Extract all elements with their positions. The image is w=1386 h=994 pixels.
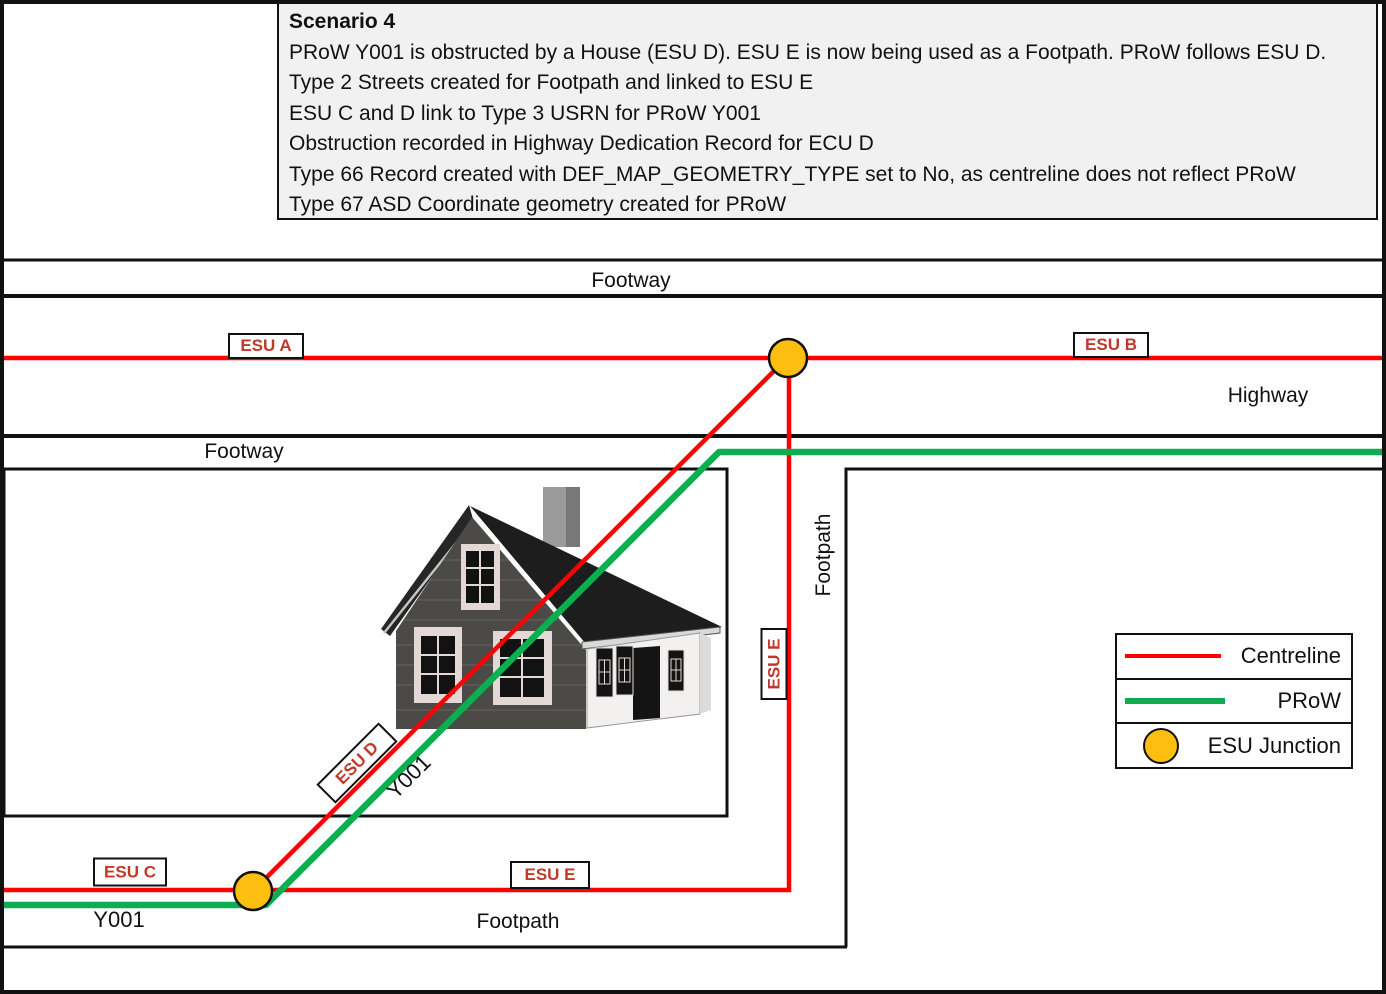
esu-a-label: ESU A (228, 333, 304, 359)
house-chimney (543, 487, 566, 547)
scenario-line: PRoW Y001 is obstructed by a House (ESU … (289, 40, 1327, 64)
footpath-bottom-label: Footpath (476, 910, 560, 933)
scenario-line: Type 67 ASD Coordinate geometry created … (289, 193, 787, 216)
house-extension-eave (581, 626, 721, 650)
scenario-title: Scenario 4 (289, 10, 396, 33)
house-door (633, 646, 660, 720)
footway-left-label: Footway (204, 440, 284, 463)
scenario-line: ESU C and D link to Type 3 USRN for PRoW… (289, 101, 761, 125)
esu-junction-bottom (232, 870, 274, 912)
centreline-swatch-icon (1125, 654, 1221, 659)
house-illustration (381, 487, 722, 729)
legend-box: Centreline PRoW ESU Junction (1115, 633, 1353, 769)
house-roof-left-edge (381, 505, 473, 636)
esu-junction-top (767, 337, 809, 379)
scenario-line: Type 66 Record created with DEF_MAP_GEOM… (289, 162, 1296, 186)
footpath-vertical-label: Footpath (812, 513, 835, 597)
esu-b-label: ESU B (1073, 332, 1149, 358)
right-parcel-box (844, 467, 1383, 947)
highway-label: Highway (1227, 384, 1309, 407)
scenario-line: Obstruction recorded in Highway Dedicati… (289, 132, 874, 155)
prow-swatch-icon (1125, 698, 1225, 704)
esu-junction-swatch-icon (1143, 727, 1179, 764)
prow-line-y001 (0, 448, 1386, 909)
legend-row-esu-junction: ESU Junction (1117, 724, 1351, 767)
centreline-esu-d-diagonal (254, 358, 787, 890)
house-main-windows (414, 544, 552, 705)
legend-label-esu-junction: ESU Junction (1207, 732, 1341, 758)
legend-label-prow: PRoW (1277, 688, 1341, 713)
house-extension-windows (595, 645, 685, 698)
legend-row-prow: PRoW (1117, 680, 1351, 725)
scenario-line: Type 2 Streets created for Footpath and … (289, 71, 814, 94)
y001-bottom-label: Y001 (93, 907, 145, 932)
scenario-description-box: Scenario 4 PRoW Y001 is obstructed by a … (277, 2, 1378, 220)
house-chimney-side (566, 487, 580, 547)
esu-e-bottom-label: ESU E (510, 861, 590, 889)
footway-top-label: Footway (591, 269, 671, 292)
esu-e-vertical-label: ESU E (760, 628, 788, 700)
legend-row-centreline: Centreline (1117, 635, 1351, 680)
legend-label-centreline: Centreline (1240, 643, 1341, 669)
esu-c-label: ESU C (93, 857, 167, 887)
house-extension-side (700, 633, 711, 714)
